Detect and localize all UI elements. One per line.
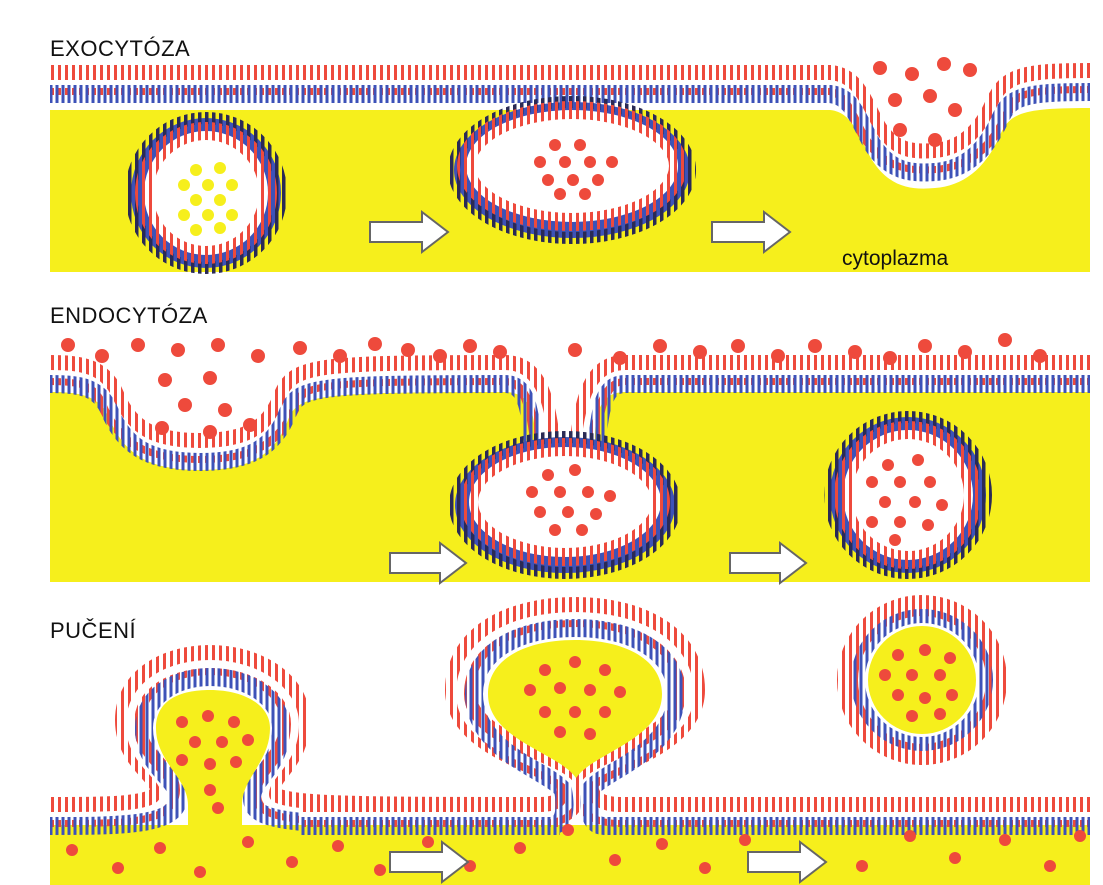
exocytosis-vesicle-fusing	[454, 102, 690, 238]
budding-label: PUČENÍ	[50, 618, 137, 643]
endocytosis-panel: ENDOCYTÓZA	[50, 303, 1090, 583]
exocytosis-label: EXOCYTÓZA	[50, 36, 190, 61]
cytoplasm-label: cytoplazma	[842, 247, 949, 270]
endocytosis-label: ENDOCYTÓZA	[50, 303, 208, 328]
exocytosis-panel: EXOCYTÓZA	[50, 36, 1090, 272]
budding-vesicle-free	[844, 602, 1000, 758]
exocytosis-vesicle-start	[131, 118, 281, 268]
endocytosis-vesicle-pinching	[455, 437, 675, 573]
endocytosis-vesicle-free	[830, 417, 986, 573]
budding-panel: PUČENÍ	[50, 602, 1090, 885]
